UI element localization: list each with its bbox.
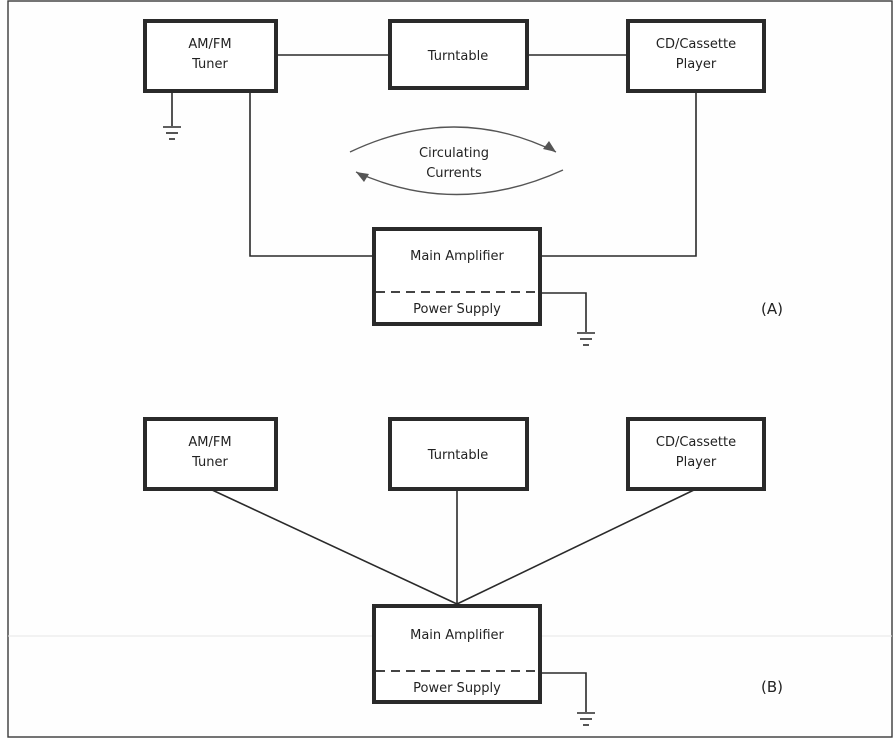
cd-player-label-b-line1: CD/Cassette [656,435,736,450]
cd-player-box-a [626,19,766,93]
arrowhead-upper [543,141,556,152]
tuner-label-a-line1: AM/FM [188,37,231,52]
ground-symbol-amplifier-b [577,712,595,726]
turntable-box-b [388,417,529,491]
ground-symbol-tuner [163,126,181,140]
cd-player-label-a-line1: CD/Cassette [656,37,736,52]
wire-tuner-star [209,488,458,605]
currents-label-line1: Circulating [419,146,489,161]
tuner-label-a-line2: Tuner [191,57,228,72]
panel-label-b: (B) [761,678,783,696]
wire-amplifier-ground [540,292,587,332]
diagram-a: AM/FM Tuner Turntable CD/Cassette Player… [143,19,783,346]
wire-tuner-amplifier [249,91,374,257]
turntable-label-a: Turntable [427,49,489,64]
wire-amplifier-ground-b [540,672,587,712]
tuner-box-b [143,417,278,491]
figure-frame [7,0,893,738]
amplifier-label-b: Main Amplifier [410,628,504,643]
wire-cd-star [456,488,697,605]
turntable-box-a [388,19,529,90]
circulating-arrow-upper [349,126,557,153]
tuner-box-a [143,19,278,93]
tuner-label-b-line2: Tuner [191,455,228,470]
panel-label-a: (A) [761,300,783,318]
amplifier-box-a [372,227,542,326]
tuner-label-b-line1: AM/FM [188,435,231,450]
diagram-b: AM/FM Tuner Turntable CD/Cassette Player… [143,417,783,726]
ground-symbol-amplifier-a [577,332,595,346]
turntable-label-b: Turntable [427,448,489,463]
cd-player-label-b-line2: Player [676,455,717,470]
amplifier-box-b [372,604,542,704]
cd-player-label-a-line2: Player [676,57,717,72]
power-supply-label-a: Power Supply [413,302,501,317]
cd-player-box-b [626,417,766,491]
circulating-arrow-lower [355,169,564,196]
power-supply-label-b: Power Supply [413,681,501,696]
amplifier-label-a: Main Amplifier [410,249,504,264]
wire-cd-amplifier [540,91,697,257]
arrowhead-lower [356,172,369,182]
currents-label-line2: Currents [426,166,482,181]
